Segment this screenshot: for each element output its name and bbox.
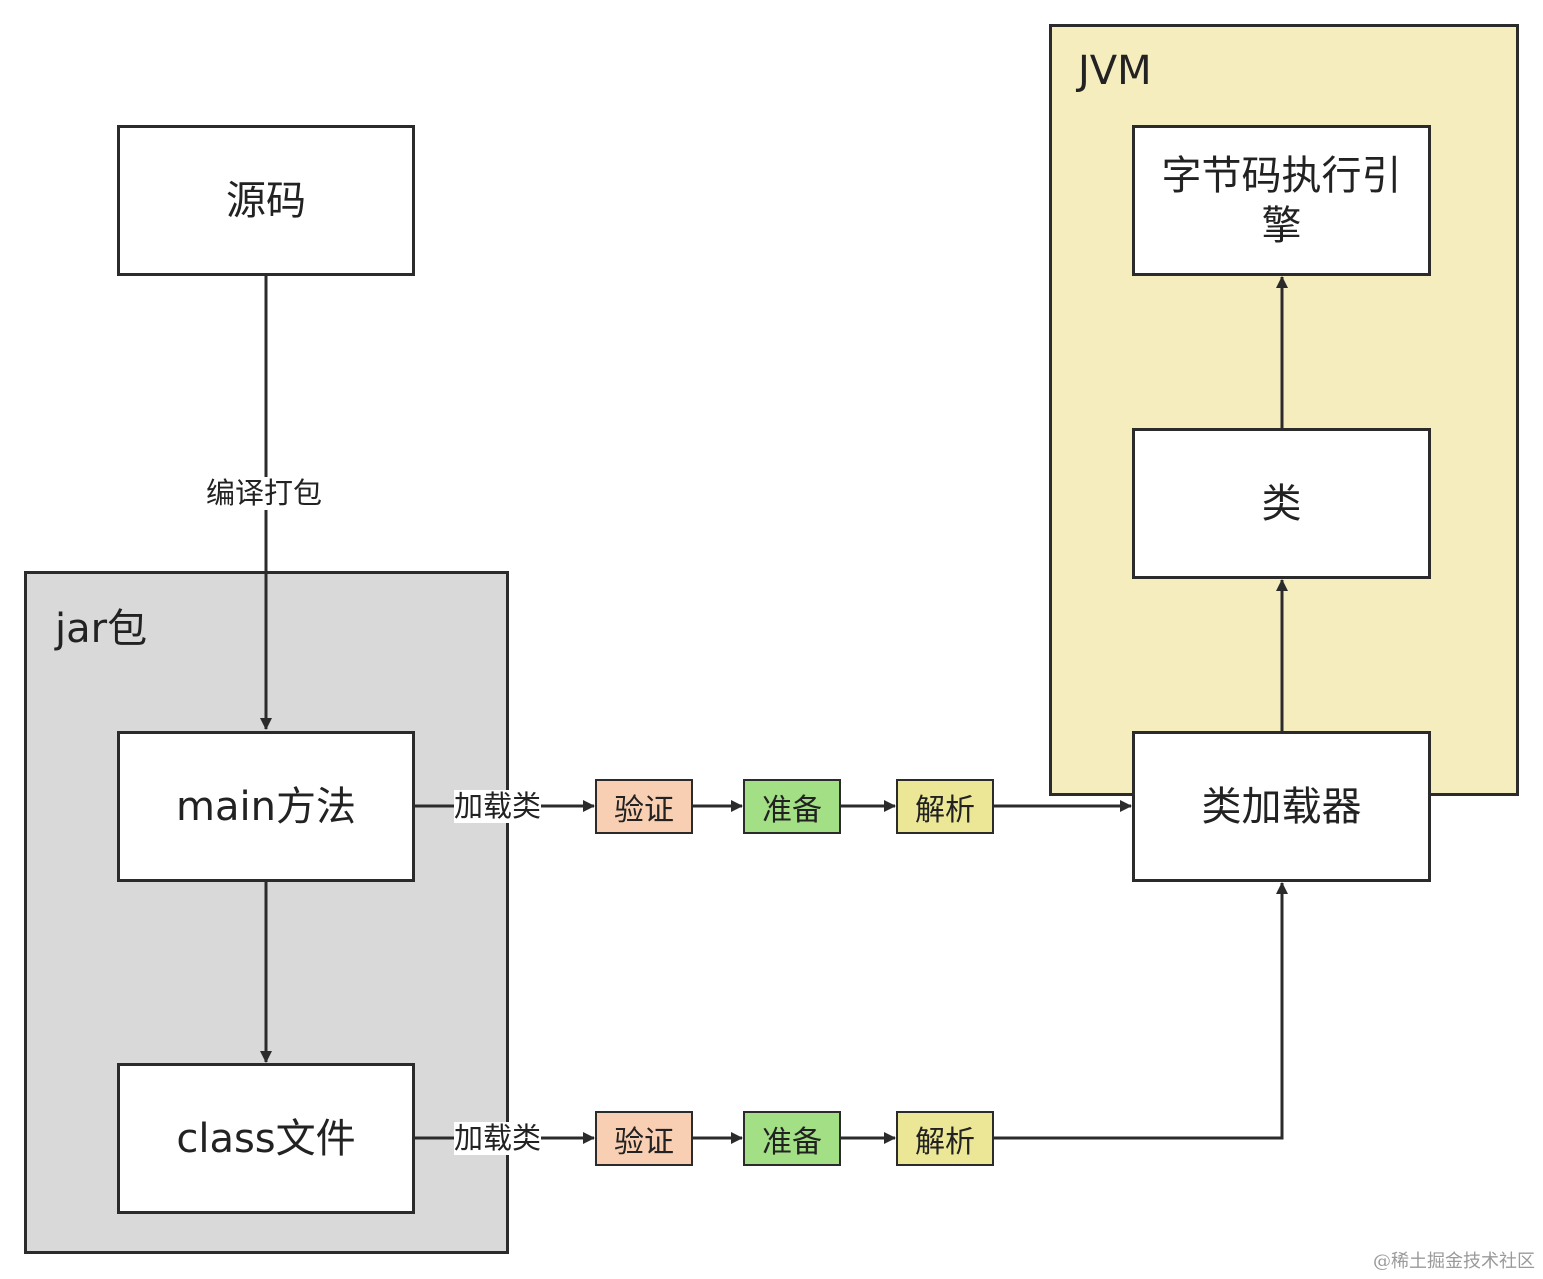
edge-resolve-to-loader-2 (993, 882, 1288, 1140)
watermark: @稀土掘金技术社区 (1373, 1251, 1535, 1272)
verify-step-top: 验证 (595, 779, 693, 834)
main-method-node: main方法 (117, 731, 415, 882)
source-node: 源码 (117, 125, 415, 276)
class-node: 类 (1132, 428, 1431, 579)
verify-step-bottom: 验证 (595, 1111, 693, 1166)
load-class-label-top: 加载类 (454, 789, 542, 823)
jvm-title: JVM (1078, 48, 1152, 94)
load-class-label-bottom: 加载类 (454, 1121, 542, 1155)
class-file-node: class文件 (117, 1063, 415, 1214)
prepare-step-bottom: 准备 (743, 1111, 841, 1166)
resolve-step-top: 解析 (896, 779, 994, 834)
compile-package-label: 编译打包 (206, 476, 323, 510)
jar-title: jar包 (55, 606, 148, 652)
prepare-step-top: 准备 (743, 779, 841, 834)
bytecode-engine-node: 字节码执行引擎 (1132, 125, 1431, 276)
resolve-step-bottom: 解析 (896, 1111, 994, 1166)
class-loader-node: 类加载器 (1132, 731, 1431, 882)
